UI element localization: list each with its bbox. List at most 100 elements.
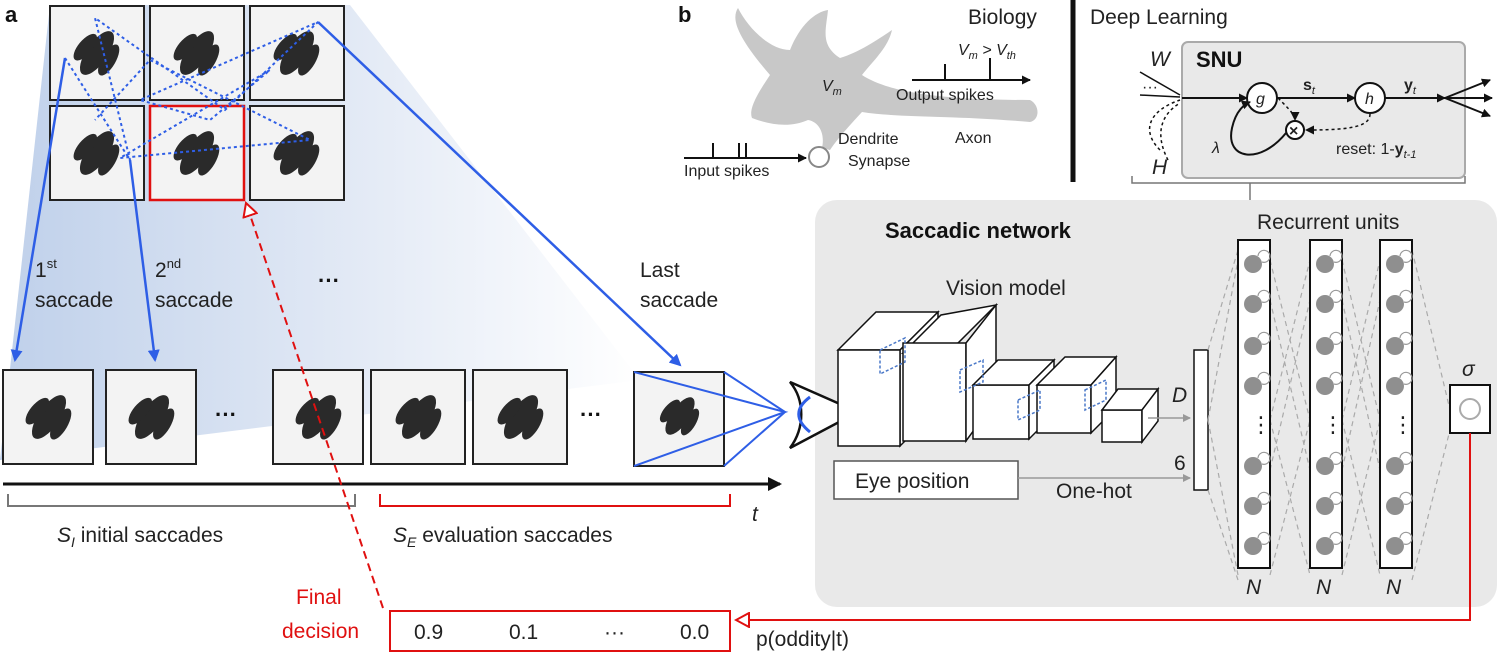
final-decision-line2: decision [282, 620, 359, 643]
recurrent-node [1386, 295, 1404, 313]
recurrent-units-label: Recurrent units [1257, 211, 1399, 234]
input-line [1139, 71, 1181, 96]
kernel [1017, 388, 1041, 422]
self-loop-icon [1329, 491, 1343, 505]
cnn-kernels [879, 336, 1107, 422]
saccade-1-number: 1st [35, 256, 57, 282]
input-vector [1193, 349, 1209, 491]
eye-position-box [833, 460, 1019, 500]
vertical-ellipsis: ⋮ [1392, 412, 1414, 437]
st-label: st [1303, 77, 1316, 97]
axon-label: Axon [955, 130, 991, 147]
cnn-block-side [1141, 386, 1159, 445]
threshold-label: Vm > Vth [958, 42, 1016, 62]
saccade-2-number: 2nd [155, 256, 181, 282]
grid-cell [49, 5, 145, 101]
eye-position-label: Eye position [855, 470, 969, 493]
input-line [1139, 94, 1181, 98]
recurrent-node [1244, 295, 1262, 313]
network-title: Saccadic network [885, 218, 1072, 243]
self-loop-icon [1329, 531, 1343, 545]
self-loop-icon [1329, 371, 1343, 385]
self-loop-icon [1399, 491, 1413, 505]
probability-0: 0.9 [414, 621, 443, 644]
panel-b: b Biology Deep Learning Vm Vm > Vth Outp… [678, 0, 1493, 240]
recurrent-node [1386, 337, 1404, 355]
h-node-label: h [1365, 91, 1374, 108]
cnn-blocks [836, 302, 1160, 448]
cnn-block-front [902, 342, 967, 442]
leak-loop [1230, 100, 1287, 156]
n-label-2: N [1316, 576, 1332, 599]
kernel [959, 358, 984, 394]
recurrent-node [1386, 457, 1404, 475]
synapse-label: Synapse [848, 153, 910, 170]
recurrent-node [1244, 255, 1262, 273]
recurrent-node [1244, 337, 1262, 355]
recurrent-node [1316, 457, 1334, 475]
sigmoid-node [1459, 398, 1481, 420]
saccade-2-label: saccade [155, 289, 233, 312]
cnn-block-front [972, 384, 1030, 440]
sigma-label: σ [1462, 358, 1476, 381]
self-loop-icon [1329, 331, 1343, 345]
initial-bracket [7, 494, 356, 507]
n-label-1: N [1246, 576, 1262, 599]
input-dots: ··· [1142, 79, 1158, 96]
biology-title: Biology [968, 6, 1037, 29]
snu-box [1181, 41, 1466, 179]
recurrent-layer-connections [1207, 249, 1451, 581]
recurrent-node [1316, 497, 1334, 515]
final-decision-line1: Final [296, 586, 342, 609]
self-loop-icon [1329, 289, 1343, 303]
self-loop-icon [1399, 371, 1413, 385]
saccade-frames: ··· ··· [2, 369, 789, 467]
recurrent-node [1244, 537, 1262, 555]
lambda-label: λ [1211, 140, 1220, 157]
w-label: W [1150, 48, 1172, 71]
saccade-2-arrow [128, 159, 160, 362]
decision-arrow [246, 203, 384, 609]
n-label-3: N [1386, 576, 1402, 599]
neuron-shape [735, 8, 1038, 150]
vision-model-label: Vision model [946, 277, 1066, 300]
six-label: 6 [1174, 452, 1186, 475]
cnn-block-front [1101, 409, 1143, 443]
self-loop-icon [1257, 249, 1271, 263]
saccade-1-arrow [10, 57, 67, 362]
recurrent-layer-3 [1379, 239, 1413, 569]
dendrite-label: Dendrite [838, 131, 899, 148]
panel-b-label: b [678, 2, 691, 27]
self-loop-icon [1399, 451, 1413, 465]
evaluation-bracket [379, 494, 731, 507]
reset-label: reset: 1-yt-1 [1336, 141, 1416, 161]
recurrent-layers: ⋮⋮⋮ [1237, 239, 1414, 569]
saccade-1-label: saccade [35, 289, 113, 312]
reset-arrow [1305, 113, 1371, 135]
self-loop-icon [1399, 289, 1413, 303]
self-loop-icon [1399, 249, 1413, 263]
self-loop-icon [1399, 331, 1413, 345]
eye-lens [797, 395, 811, 434]
deep-learning-title: Deep Learning [1090, 6, 1228, 29]
recurrent-layer-1 [1237, 239, 1271, 569]
synapse-marker [808, 146, 830, 168]
input-spikes-label: Input spikes [684, 163, 769, 180]
snu-bracket [1131, 176, 1466, 184]
recurrent-layer-2 [1309, 239, 1343, 569]
self-loop-icon [1257, 289, 1271, 303]
kernel [879, 336, 906, 376]
g-label: g [1256, 91, 1265, 108]
output-spikes-label: Output spikes [896, 87, 994, 104]
recurrent-node [1316, 377, 1334, 395]
recurrent-node [1386, 255, 1404, 273]
st-to-multiply [1277, 97, 1300, 121]
self-loop-icon [1257, 331, 1271, 345]
multiply-node [1285, 120, 1305, 140]
recurrent-node [1316, 337, 1334, 355]
evaluation-saccades-label: SE evaluation saccades [393, 524, 613, 550]
output-line [1444, 97, 1491, 118]
saccadic-network: Saccadic network Vision model Recurrent … [736, 200, 1497, 620]
eye-cone-edge [723, 411, 786, 467]
